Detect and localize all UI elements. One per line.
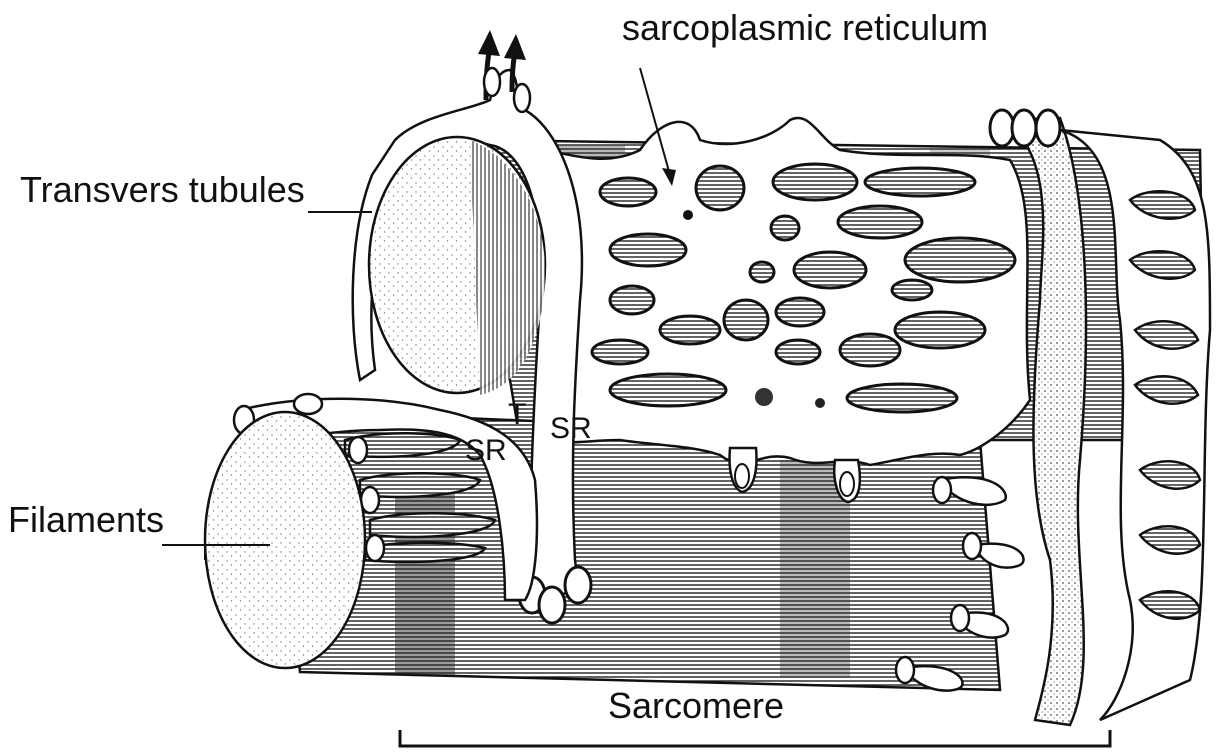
efflux-arrow-left-head xyxy=(478,30,500,56)
label-sarcomere: Sarcomere xyxy=(608,685,784,726)
label-t: T xyxy=(508,398,526,431)
label-filaments: Filaments xyxy=(8,499,164,540)
label-sarcoplasmic-reticulum: sarcoplasmic reticulum xyxy=(622,7,988,48)
label-sr-right: SR xyxy=(550,412,592,445)
efflux-arrow-right-head xyxy=(504,34,526,60)
label-sr-left: SR xyxy=(465,434,507,467)
label-transverse-tubules: Transvers tubules xyxy=(20,169,305,210)
sarcomere-bracket xyxy=(400,730,1110,746)
